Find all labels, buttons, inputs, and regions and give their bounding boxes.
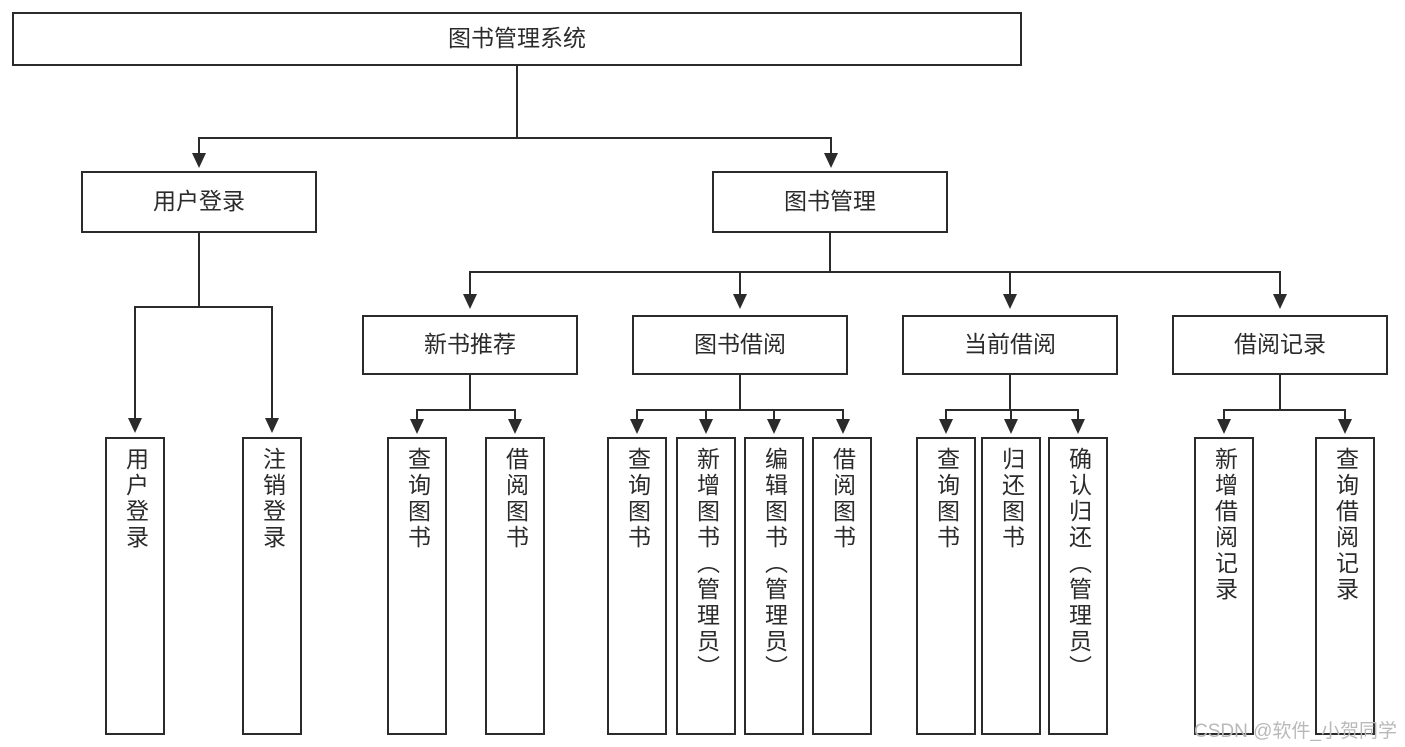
leaf-add-book-admin-label: 新增图书（管理员） xyxy=(693,447,720,681)
node-root-label: 图书管理系统 xyxy=(448,25,586,52)
connector-br-bus xyxy=(1223,409,1345,411)
leaf-query-borrow-record-label: 查询借阅记录 xyxy=(1332,447,1359,603)
node-current-borrow[interactable]: 当前借阅 xyxy=(902,315,1118,375)
connector-bb-drop-1 xyxy=(636,409,638,421)
leaf-confirm-return-admin[interactable]: 确认归还（管理员） xyxy=(1048,437,1108,735)
node-borrow-record[interactable]: 借阅记录 xyxy=(1172,315,1388,375)
node-user-login-label: 用户登录 xyxy=(153,188,245,215)
arrow-to-leaf-edit-book-admin xyxy=(767,419,781,434)
leaf-query-book-3-label: 查询图书 xyxy=(933,447,960,551)
connector-cb-drop-1 xyxy=(945,409,947,421)
connector-bb-drop-2 xyxy=(705,409,707,421)
leaf-add-borrow-record-label: 新增借阅记录 xyxy=(1211,447,1238,603)
leaf-borrow-book-2[interactable]: 借阅图书 xyxy=(812,437,872,735)
connector-user-login-bus xyxy=(134,306,272,308)
node-root[interactable]: 图书管理系统 xyxy=(12,12,1022,66)
arrow-to-leaf-borrow-book-2 xyxy=(836,419,850,434)
connector-nbr-bus xyxy=(416,409,516,411)
arrow-root-to-book-manage xyxy=(824,153,838,168)
connector-user-login-drop-2 xyxy=(271,306,273,420)
connector-book-manage-stem xyxy=(829,233,831,272)
node-current-borrow-label: 当前借阅 xyxy=(964,331,1056,358)
leaf-borrow-book-1-label: 借阅图书 xyxy=(502,447,529,551)
arrow-to-borrow-record xyxy=(1273,294,1287,309)
arrow-to-leaf-query-borrow-record xyxy=(1338,419,1352,434)
leaf-query-book-1[interactable]: 查询图书 xyxy=(387,437,447,735)
leaf-edit-book-admin[interactable]: 编辑图书（管理员） xyxy=(744,437,804,735)
leaf-query-book-1-label: 查询图书 xyxy=(404,447,431,551)
connector-bb-stem xyxy=(739,375,741,410)
arrow-to-leaf-add-book-admin xyxy=(699,419,713,434)
connector-nbr-drop-1 xyxy=(416,409,418,421)
leaf-query-book-2[interactable]: 查询图书 xyxy=(607,437,667,735)
leaf-add-book-admin[interactable]: 新增图书（管理员） xyxy=(676,437,736,735)
connector-br-drop-1 xyxy=(1223,409,1225,421)
arrow-to-new-book-recommend xyxy=(463,294,477,309)
arrow-to-leaf-user-login xyxy=(128,418,142,433)
leaf-edit-book-admin-label: 编辑图书（管理员） xyxy=(761,447,788,681)
node-book-borrow[interactable]: 图书借阅 xyxy=(632,315,848,375)
connector-root-stem xyxy=(516,66,518,138)
connector-user-login-drop-1 xyxy=(134,306,136,420)
node-borrow-record-label: 借阅记录 xyxy=(1234,331,1326,358)
node-new-book-recommend-label: 新书推荐 xyxy=(424,331,516,358)
connector-cb-drop-2 xyxy=(1010,409,1012,421)
leaf-return-book[interactable]: 归还图书 xyxy=(981,437,1041,735)
connector-cb-drop-3 xyxy=(1077,409,1079,421)
arrow-to-book-borrow xyxy=(733,294,747,309)
arrow-to-current-borrow xyxy=(1003,294,1017,309)
arrow-to-leaf-borrow-book-1 xyxy=(508,419,522,434)
node-book-borrow-label: 图书借阅 xyxy=(694,331,786,358)
arrow-to-leaf-user-logout xyxy=(265,418,279,433)
connector-book-manage-bus xyxy=(469,271,1281,273)
connector-bm-drop-3 xyxy=(1009,271,1011,296)
leaf-user-login-label: 用户登录 xyxy=(122,447,149,551)
connector-nbr-stem xyxy=(469,375,471,410)
connector-bm-drop-2 xyxy=(739,271,741,296)
connector-root-drop-book-manage xyxy=(830,137,832,157)
node-book-manage-label: 图书管理 xyxy=(784,188,876,215)
leaf-confirm-return-admin-label: 确认归还（管理员） xyxy=(1065,447,1092,681)
connector-bb-bus xyxy=(636,409,844,411)
connector-bm-drop-4 xyxy=(1279,271,1281,296)
connector-nbr-drop-2 xyxy=(514,409,516,421)
node-book-manage[interactable]: 图书管理 xyxy=(712,171,948,233)
arrow-to-leaf-query-book-1 xyxy=(410,419,424,434)
connector-user-login-stem xyxy=(198,233,200,307)
node-user-login[interactable]: 用户登录 xyxy=(81,171,317,233)
connector-bm-drop-1 xyxy=(469,271,471,296)
leaf-user-login[interactable]: 用户登录 xyxy=(105,437,165,735)
leaf-user-logout-label: 注销登录 xyxy=(259,447,286,551)
leaf-borrow-book-2-label: 借阅图书 xyxy=(829,447,856,551)
leaf-query-book-3[interactable]: 查询图书 xyxy=(916,437,976,735)
leaf-return-book-label: 归还图书 xyxy=(998,447,1025,551)
node-new-book-recommend[interactable]: 新书推荐 xyxy=(362,315,578,375)
connector-br-stem xyxy=(1279,375,1281,410)
leaf-add-borrow-record[interactable]: 新增借阅记录 xyxy=(1194,437,1254,735)
leaf-user-logout[interactable]: 注销登录 xyxy=(242,437,302,735)
connector-br-drop-2 xyxy=(1344,409,1346,421)
connector-bb-drop-3 xyxy=(773,409,775,421)
leaf-borrow-book-1[interactable]: 借阅图书 xyxy=(485,437,545,735)
arrow-to-leaf-add-borrow-record xyxy=(1217,419,1231,434)
arrow-to-leaf-query-book-2 xyxy=(630,419,644,434)
arrow-root-to-user-login xyxy=(192,153,206,168)
arrow-to-leaf-query-book-3 xyxy=(939,419,953,434)
connector-bb-drop-4 xyxy=(842,409,844,421)
connector-root-bus xyxy=(198,137,832,139)
csdn-watermark: CSDN @软件_小贺同学 xyxy=(1194,721,1397,742)
leaf-query-borrow-record[interactable]: 查询借阅记录 xyxy=(1315,437,1375,735)
leaf-query-book-2-label: 查询图书 xyxy=(624,447,651,551)
connector-root-drop-user-login xyxy=(198,137,200,157)
arrow-to-leaf-return-book xyxy=(1004,419,1018,434)
arrow-to-leaf-confirm-return-admin xyxy=(1071,419,1085,434)
connector-cb-stem xyxy=(1009,375,1011,410)
